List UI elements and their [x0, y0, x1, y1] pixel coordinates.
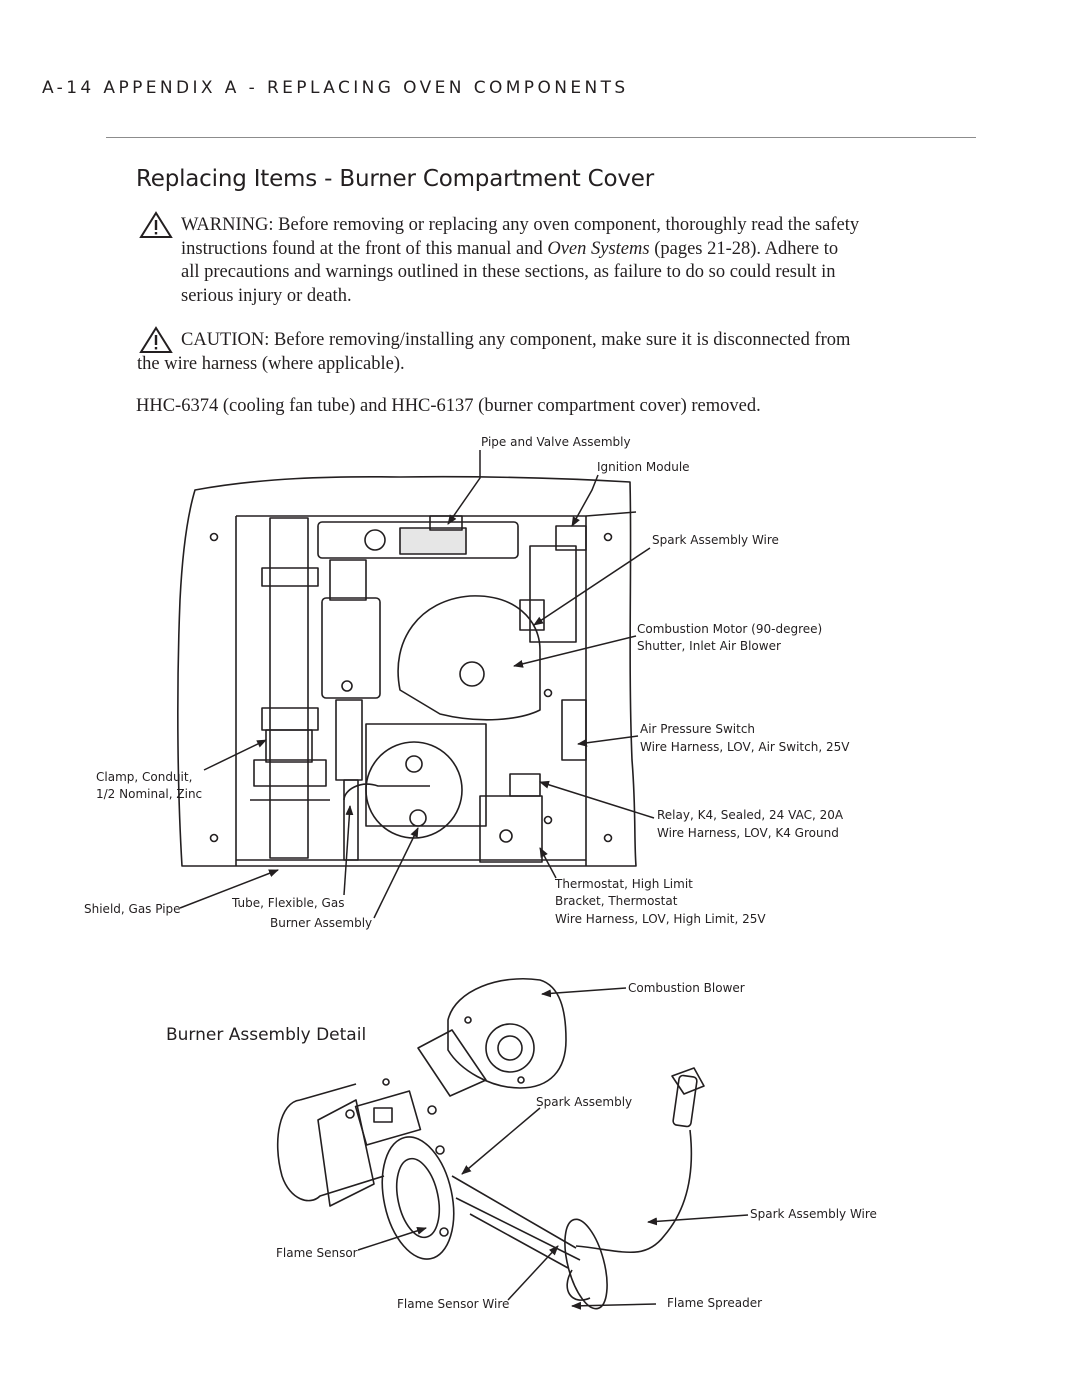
label-shield: Shield, Gas Pipe: [84, 902, 181, 916]
label-ignition-module: Ignition Module: [597, 460, 690, 474]
label-harness-k4: Wire Harness, LOV, K4 Ground: [657, 826, 839, 840]
oven-systems-ref: Oven Systems: [547, 238, 650, 259]
label-relay: Relay, K4, Sealed, 24 VAC, 20A: [657, 808, 844, 822]
warning-paragraph: WARNING: Before removing or replacing an…: [181, 214, 931, 308]
label-combustion-blower: Combustion Blower: [628, 981, 745, 995]
label-combustion-motor: Combustion Motor (90-degree): [637, 622, 823, 636]
burner-detail-title: Burner Assembly Detail: [166, 1025, 367, 1045]
label-flame-sensor-wire: Flame Sensor Wire: [397, 1297, 510, 1311]
label-burner: Burner Assembly: [270, 916, 373, 930]
page-title: Replacing Items - Burner Compartment Cov…: [136, 166, 654, 192]
label-spark-wire: Spark Assembly Wire: [652, 533, 779, 547]
label-tube: Tube, Flexible, Gas: [232, 896, 345, 910]
label-bracket: Bracket, Thermostat: [555, 894, 678, 908]
caution-icon: [139, 326, 173, 353]
warning-line-4: serious injury or death.: [181, 285, 352, 306]
label-clamp: Clamp, Conduit,: [96, 770, 193, 784]
label-spark-assembly-wire: Spark Assembly Wire: [750, 1207, 877, 1221]
header-rule: [106, 137, 976, 138]
caution-line-1: CAUTION: Before removing/installing any …: [181, 330, 851, 350]
label-flame-spreader: Flame Spreader: [667, 1296, 763, 1310]
warning-icon: [139, 211, 173, 238]
warning-line-2: instructions found at the front of this …: [181, 238, 931, 262]
label-flame-sensor: Flame Sensor: [276, 1246, 358, 1260]
warning-line-1: WARNING: Before removing or replacing an…: [181, 215, 860, 235]
label-spark-assembly: Spark Assembly: [536, 1095, 633, 1109]
warning-line-3: all precautions and warnings outlined in…: [181, 262, 836, 282]
label-shutter: Shutter, Inlet Air Blower: [637, 639, 781, 653]
caution-paragraph: CAUTION: Before removing/installing any …: [137, 329, 931, 376]
label-harness-air: Wire Harness, LOV, Air Switch, 25V: [640, 740, 850, 754]
removal-note: HHC-6374 (cooling fan tube) and HHC-6137…: [136, 396, 761, 416]
label-harness-limit: Wire Harness, LOV, High Limit, 25V: [555, 912, 766, 926]
label-clamp-size: 1/2 Nominal, Zinc: [96, 787, 203, 801]
warning-line-2-a: instructions found at the front of this …: [181, 238, 543, 259]
warning-line-2-b: (pages 21-28). Adhere to: [654, 238, 839, 259]
caution-line-2: the wire harness (where applicable).: [137, 353, 405, 374]
page-header: A-14 APPENDIX A - REPLACING OVEN COMPONE…: [42, 78, 629, 98]
label-pipe-valve: Pipe and Valve Assembly: [481, 435, 631, 449]
label-thermostat: Thermostat, High Limit: [555, 877, 693, 891]
label-air-switch: Air Pressure Switch: [640, 722, 756, 736]
